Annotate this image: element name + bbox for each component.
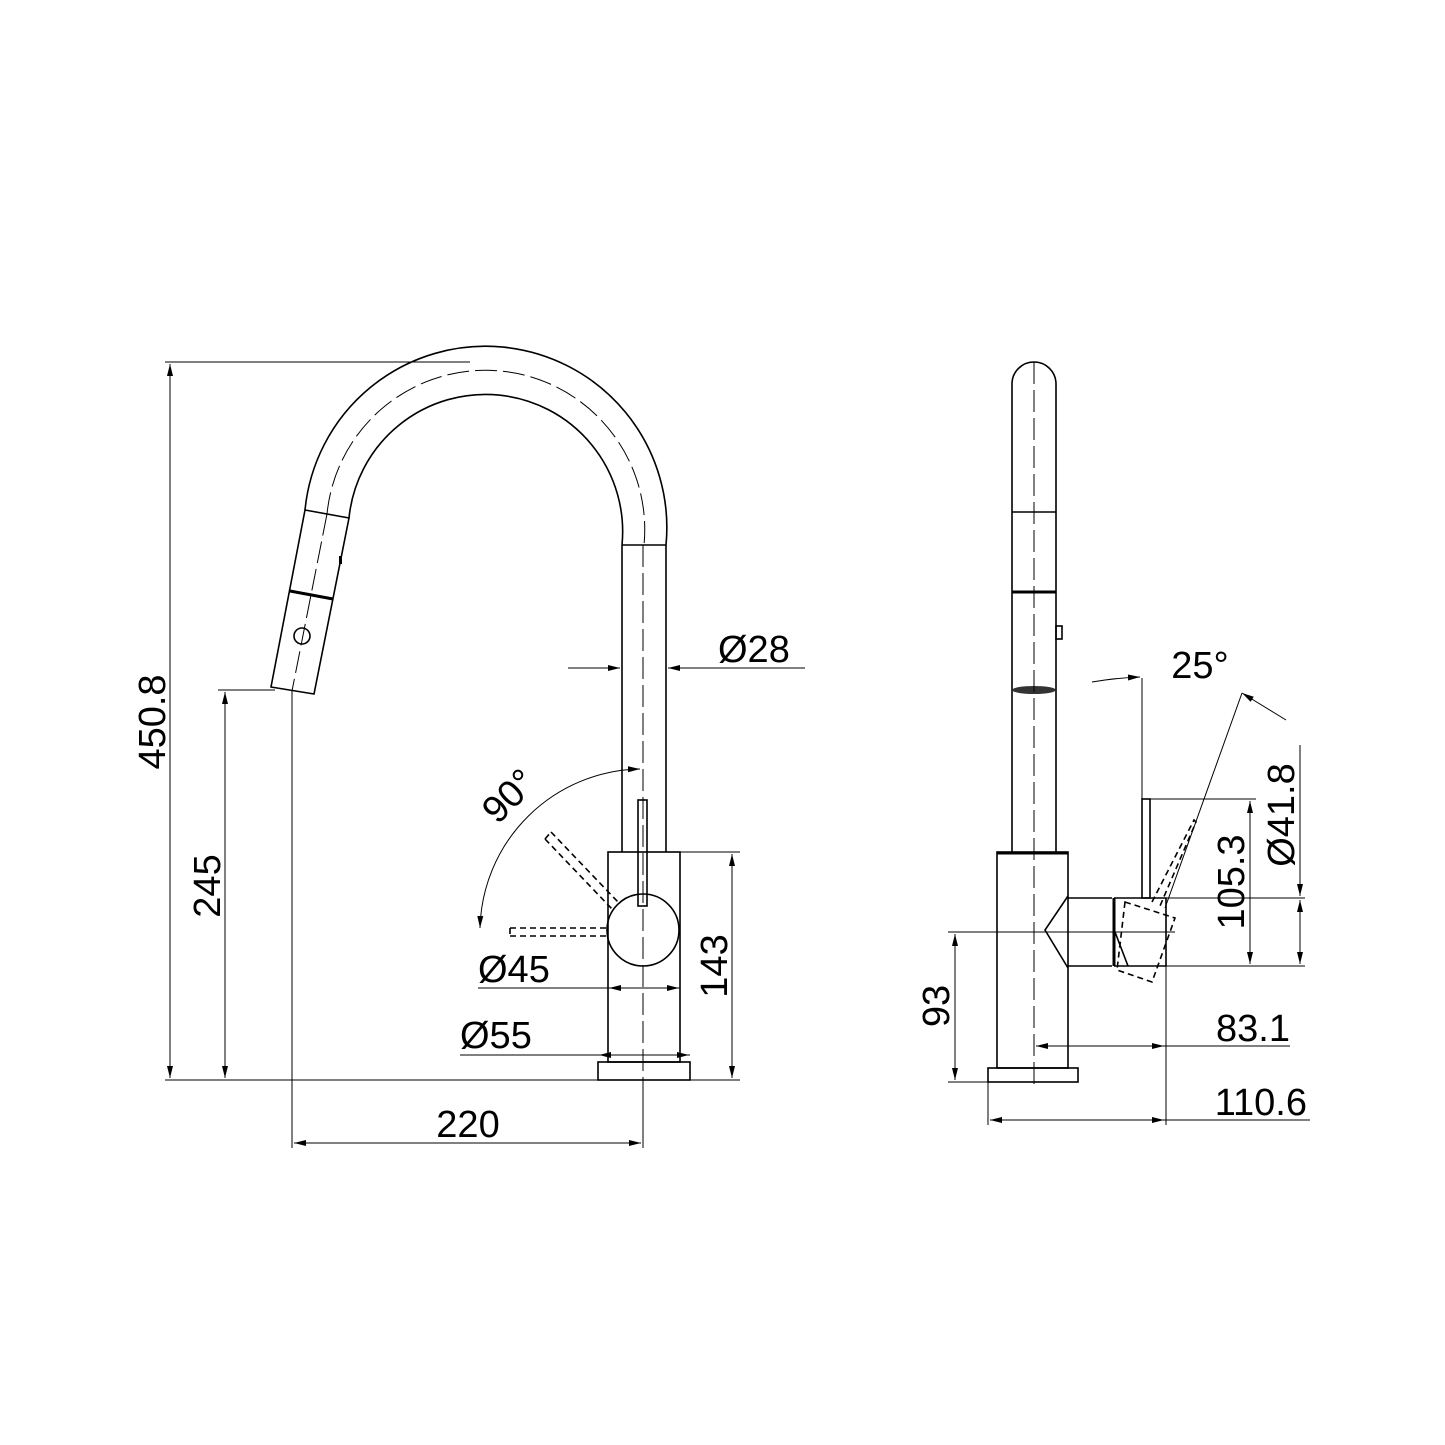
- base-plate: [597, 1061, 691, 1081]
- spout-centerline-arc: [326, 369, 646, 546]
- lever-alt-horizontal: [509, 927, 610, 937]
- dim-spout-diameter: Ø28: [718, 629, 790, 671]
- dim-body-height: 143: [694, 934, 736, 997]
- spray-button-icon: [293, 627, 311, 645]
- spout-outer-arc: [304, 345, 668, 546]
- dim-side-handle-diameter: Ø41.8: [1261, 763, 1303, 867]
- dim-overall-depth: 110.6: [1215, 1082, 1307, 1124]
- base-plate: [987, 1067, 1079, 1083]
- dim-side-lever-angle: 25°: [1171, 645, 1228, 687]
- dim-outlet-height: 245: [187, 854, 229, 917]
- body: [996, 851, 1069, 1069]
- dim-base-diameter: Ø55: [460, 1015, 532, 1057]
- dim-handle-projection: 83.1: [1216, 1008, 1290, 1050]
- side-view: 25° 105.3 Ø41.8 93 83.1 110.6: [916, 361, 1310, 1125]
- dim-lever-height: 105.3: [1211, 834, 1253, 929]
- handle-alt-rotated: [1116, 818, 1197, 984]
- lever-alt-angled: [544, 831, 619, 910]
- dim-height-total: 450.8: [132, 674, 174, 769]
- front-view: 450.8 245 Ø28 90° Ø45 Ø55 143 220: [132, 345, 805, 1148]
- dim-handle-center-height: 93: [916, 985, 958, 1027]
- pull-out-spray-head: [270, 509, 350, 695]
- dim-handle-diameter: Ø45: [478, 949, 550, 991]
- lever: [1141, 798, 1151, 899]
- dim-spout-reach: 220: [436, 1104, 499, 1146]
- spout-inner-arc: [348, 393, 624, 546]
- dim-lever-angle: 90°: [474, 761, 544, 831]
- handle: [606, 893, 680, 967]
